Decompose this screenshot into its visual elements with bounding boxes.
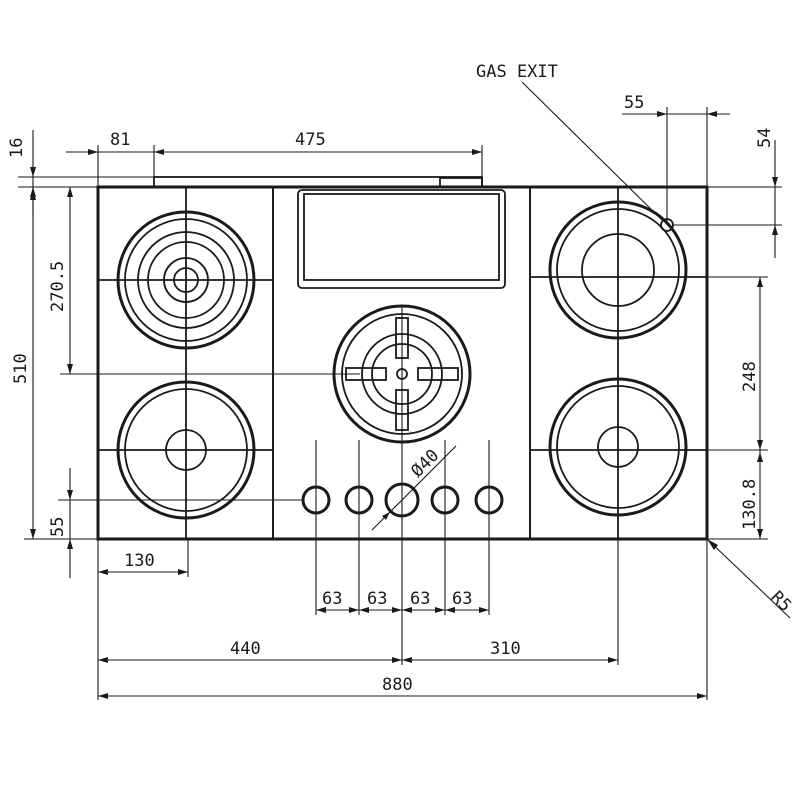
dim-63-d: 63 <box>452 589 472 609</box>
display-panel <box>297 189 506 289</box>
burner-bottom-left <box>116 380 256 520</box>
dim-63-b: 63 <box>367 589 387 609</box>
dim-880: 880 <box>382 675 413 695</box>
dim-55-left: 55 <box>48 517 68 537</box>
radius-label: R5 <box>766 587 795 616</box>
dim-63-c: 63 <box>410 589 430 609</box>
burner-top-left <box>116 210 256 350</box>
diameter-label: Ø40 <box>407 446 443 482</box>
dim-475: 475 <box>295 130 326 150</box>
dim-510: 510 <box>11 353 31 384</box>
burner-bottom-right <box>548 377 688 517</box>
dim-16: 16 <box>7 138 27 158</box>
dim-440: 440 <box>230 639 261 659</box>
dim-130-8: 130.8 <box>740 479 760 530</box>
dim-310: 310 <box>490 639 521 659</box>
left-grate <box>97 186 274 540</box>
dim-54: 54 <box>755 128 775 148</box>
dimension-lines <box>30 111 791 699</box>
dim-270-5: 270.5 <box>48 261 68 312</box>
gas-exit-label: GAS EXIT <box>476 62 558 82</box>
burner-top-right <box>548 200 688 340</box>
dimension-labels: 16 81 475 55 54 510 270.5 55 248 130.8 1… <box>7 93 795 695</box>
dim-248: 248 <box>740 361 760 392</box>
dim-81: 81 <box>110 130 130 150</box>
dim-130: 130 <box>124 551 155 571</box>
extension-lines <box>18 107 782 700</box>
dim-63-a: 63 <box>322 589 342 609</box>
dim-55-top: 55 <box>624 93 644 113</box>
